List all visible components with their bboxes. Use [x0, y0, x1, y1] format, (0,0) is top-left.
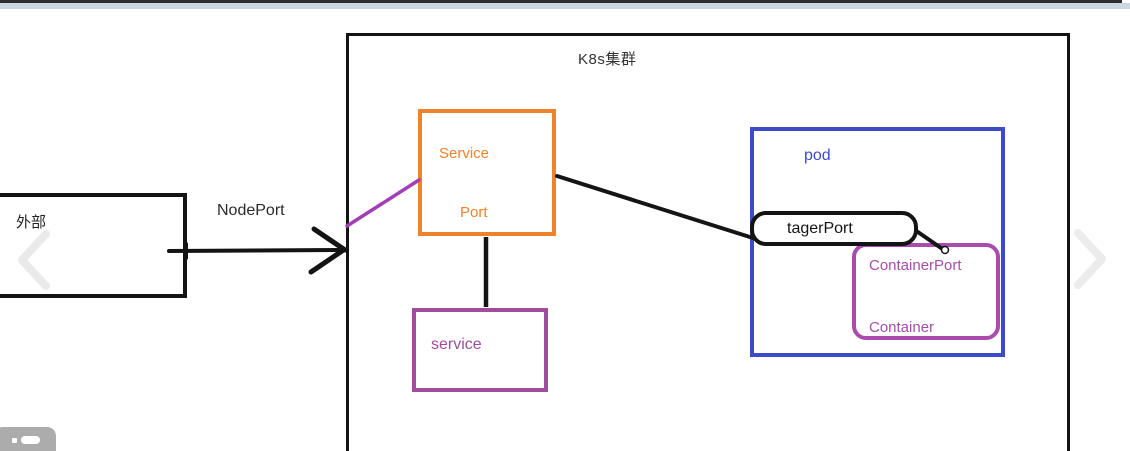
prev-button[interactable]	[14, 228, 54, 292]
list-tool-button[interactable]	[0, 427, 56, 451]
nodeport-arrowhead-lower	[308, 248, 345, 275]
chevron-left-icon	[18, 230, 50, 290]
tagerport-box: tagerPort	[750, 211, 918, 246]
nodeport-arrowhead-upper	[311, 226, 348, 253]
external-box-label: 外部	[16, 214, 47, 231]
service-box-label: service	[431, 336, 482, 353]
next-button[interactable]	[1070, 227, 1110, 291]
tagerport-box-label: tagerPort	[787, 220, 853, 237]
service-port-box-title: Service	[439, 145, 490, 162]
service-port-box: Service Port	[418, 109, 556, 236]
container-name-label: Container	[869, 319, 935, 336]
nodeport-arrow-shaft	[167, 248, 340, 253]
pod-box: pod	[750, 127, 1005, 357]
k8s-cluster-label: K8s集群	[578, 51, 637, 68]
container-box: ContainerPort Container	[852, 243, 1000, 340]
window-title-bar	[0, 0, 1122, 3]
service-port-box-subtitle: Port	[460, 204, 488, 221]
window-accent-bar	[0, 3, 1130, 9]
container-port-label: ContainerPort	[869, 257, 962, 274]
pod-box-label: pod	[804, 147, 831, 164]
k8s-cluster-box: K8s集群	[346, 33, 1070, 451]
nodeport-arrow-label: NodePort	[217, 202, 285, 219]
service-box: service	[412, 308, 548, 392]
chevron-right-icon	[1074, 229, 1106, 289]
